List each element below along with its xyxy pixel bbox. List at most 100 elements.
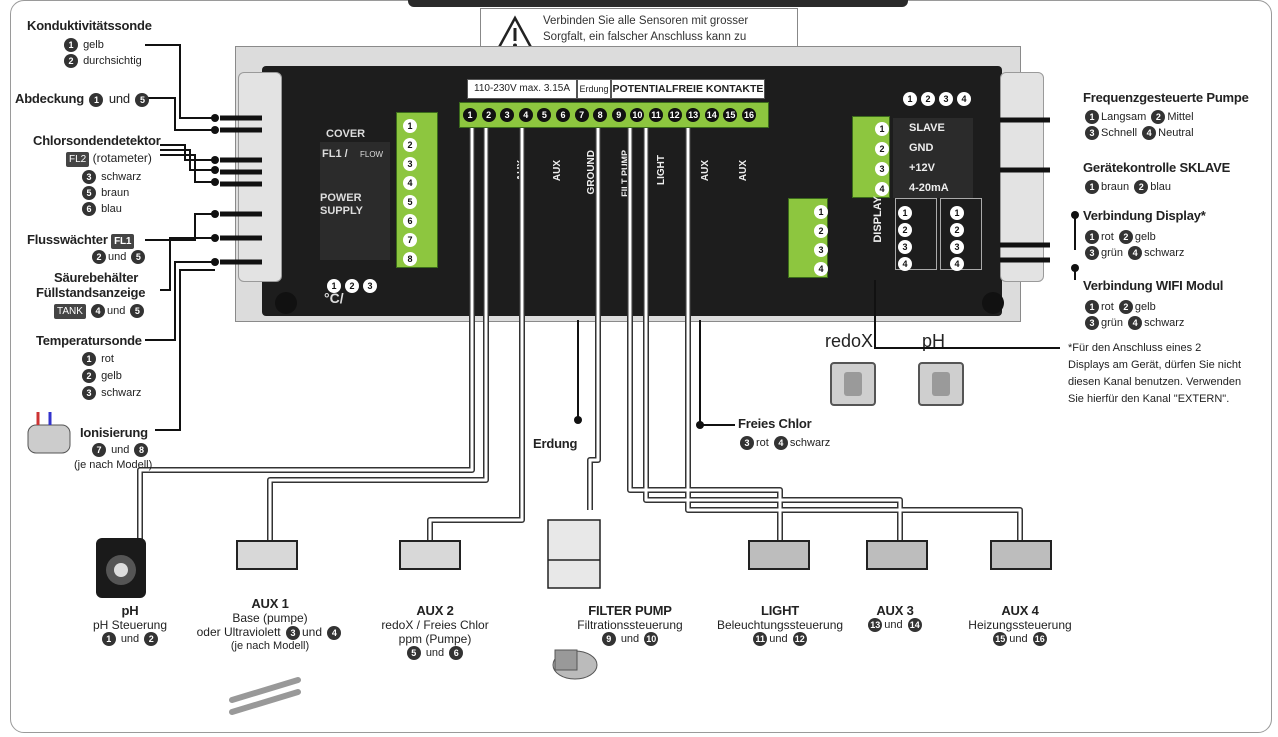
terminal-number: 16	[742, 108, 756, 122]
terminal-number: 10	[630, 108, 645, 122]
chlorsonde-subtitle: FL2 (rotameter)	[66, 151, 152, 167]
terminal-number: 13	[686, 108, 701, 122]
chlorsonde-line1: 3 schwarz	[80, 170, 141, 185]
terminal-number: 4	[875, 182, 889, 196]
terminal-number: 1	[403, 119, 417, 133]
aux2-device-label: AUX 2 redoX / Freies Chlor ppm (Pumpe) 5…	[360, 603, 510, 660]
pumpe-l2: Mittel	[1167, 111, 1194, 123]
wifi-title: Verbindung WIFI Modul	[1083, 278, 1224, 293]
terminal-number: 3	[403, 157, 417, 171]
terminal-number: 2	[481, 108, 496, 122]
terminal-number: 2	[898, 223, 912, 237]
konduktivitaet-title: Konduktivitätssonde	[27, 18, 152, 33]
abdeckung-text: Abdeckung	[15, 91, 84, 106]
erdung-label: Erdung	[533, 436, 578, 451]
saeure-title1: Säurebehälter	[54, 270, 139, 285]
power-supply-area	[320, 142, 390, 260]
terminal-number: 3	[875, 162, 889, 176]
wifi-l4: schwarz	[1144, 317, 1185, 329]
aux1-device-l1: Base (pumpe)	[232, 611, 308, 625]
slave-title: Gerätekontrolle SKLAVE	[1083, 160, 1231, 175]
terminal-number: 3	[500, 108, 515, 122]
terminal-number: 5	[403, 195, 417, 209]
filter-device-title: FILTER PUMP	[588, 603, 672, 618]
temperatur-line3: 3 schwarz	[80, 386, 141, 401]
terminal-number: 7	[574, 108, 589, 122]
ph-bnc-connector	[918, 362, 964, 406]
power-rating-label: 110-230V max. 3.15A	[467, 79, 577, 99]
chlorsonde-line3: 6 blau	[80, 202, 122, 217]
terminal-number: 4	[814, 262, 828, 276]
aux3-device-title: AUX 3	[876, 603, 914, 618]
terminal-number: 1	[814, 205, 828, 219]
chlorsonde-l1: schwarz	[101, 171, 142, 183]
filter-device-l1: Filtrationssteuerung	[577, 618, 683, 632]
aux4-relay	[990, 540, 1052, 570]
terminal-number: 1	[463, 108, 477, 122]
aux1-device-title: AUX 1	[251, 596, 289, 611]
konduktivitaet-l1: gelb	[83, 39, 104, 51]
filter-device-label: FILTER PUMP Filtrationssteuerung 9 und 1…	[555, 603, 705, 646]
display-l1: rot	[1101, 231, 1114, 243]
terminal-number: 5	[537, 108, 552, 122]
pumpe-l4: Neutral	[1158, 127, 1194, 139]
mount-hole-left	[275, 292, 297, 314]
abdeckung-und: und	[108, 91, 130, 106]
wifi-l3: grün	[1101, 317, 1124, 329]
ph-device-und: und	[120, 632, 140, 645]
terminal-number: 8	[593, 108, 608, 122]
terminal-number: 6	[556, 108, 570, 122]
aux2-device-title: AUX 2	[416, 603, 454, 618]
light-device-title: LIGHT	[761, 603, 799, 618]
display-title: Verbindung Display*	[1083, 208, 1206, 223]
konduktivitaet-line1: 1 gelb	[62, 38, 104, 53]
konduktivitaet-line2: 2 durchsichtig	[62, 54, 142, 69]
chlorsonde-rest: (rotameter)	[92, 151, 152, 165]
terminal-number: 2	[403, 138, 417, 152]
chlorsonde-title: Chlorsondendetektor	[33, 133, 161, 148]
display-l4: schwarz	[1144, 247, 1185, 259]
ma-label: 4-20mA	[909, 182, 949, 194]
aux4-device-title: AUX 4	[1001, 603, 1039, 618]
terminal-number: 4	[898, 257, 912, 271]
fluss-tag: FL1	[111, 234, 135, 249]
flow-label: FLOW	[360, 150, 384, 159]
aux1-device-note: (je nach Modell)	[230, 639, 310, 652]
aux4-device-und: und	[1009, 632, 1028, 645]
aux2-relay	[399, 540, 461, 570]
terminal-number: 12	[667, 108, 682, 122]
fluss-text: Flusswächter	[27, 232, 108, 247]
ph-device-l1: pH Steuerung	[92, 618, 168, 632]
temperatur-title: Temperatursonde	[36, 333, 142, 348]
light-device-l1: Beleuchtungssteuerung	[716, 618, 844, 632]
terminal-number: 4	[403, 176, 417, 190]
terminal-number: 11	[649, 108, 663, 122]
terminal-number: 8	[403, 252, 417, 266]
freies-chlor-l2: schwarz	[789, 437, 831, 449]
ionisierung-note: (je nach Modell)	[74, 459, 153, 471]
temperatur-l1: rot	[101, 353, 114, 365]
terminal-number: 9	[611, 108, 626, 122]
filter-device-und: und	[620, 632, 640, 645]
redox-bnc-connector	[830, 362, 876, 406]
fl1-label: FL1 /	[322, 148, 348, 160]
terminal-number: 1	[898, 206, 912, 220]
chlorsonde-tag: FL2	[66, 152, 90, 167]
terminal-number: 4	[950, 257, 964, 271]
aux1-device-und: und	[302, 625, 323, 639]
terminal-number: 7	[403, 233, 417, 247]
display-l3: grün	[1101, 247, 1124, 259]
temp-unit-label: °C/	[324, 290, 344, 306]
terminal-number: 3	[898, 240, 912, 254]
